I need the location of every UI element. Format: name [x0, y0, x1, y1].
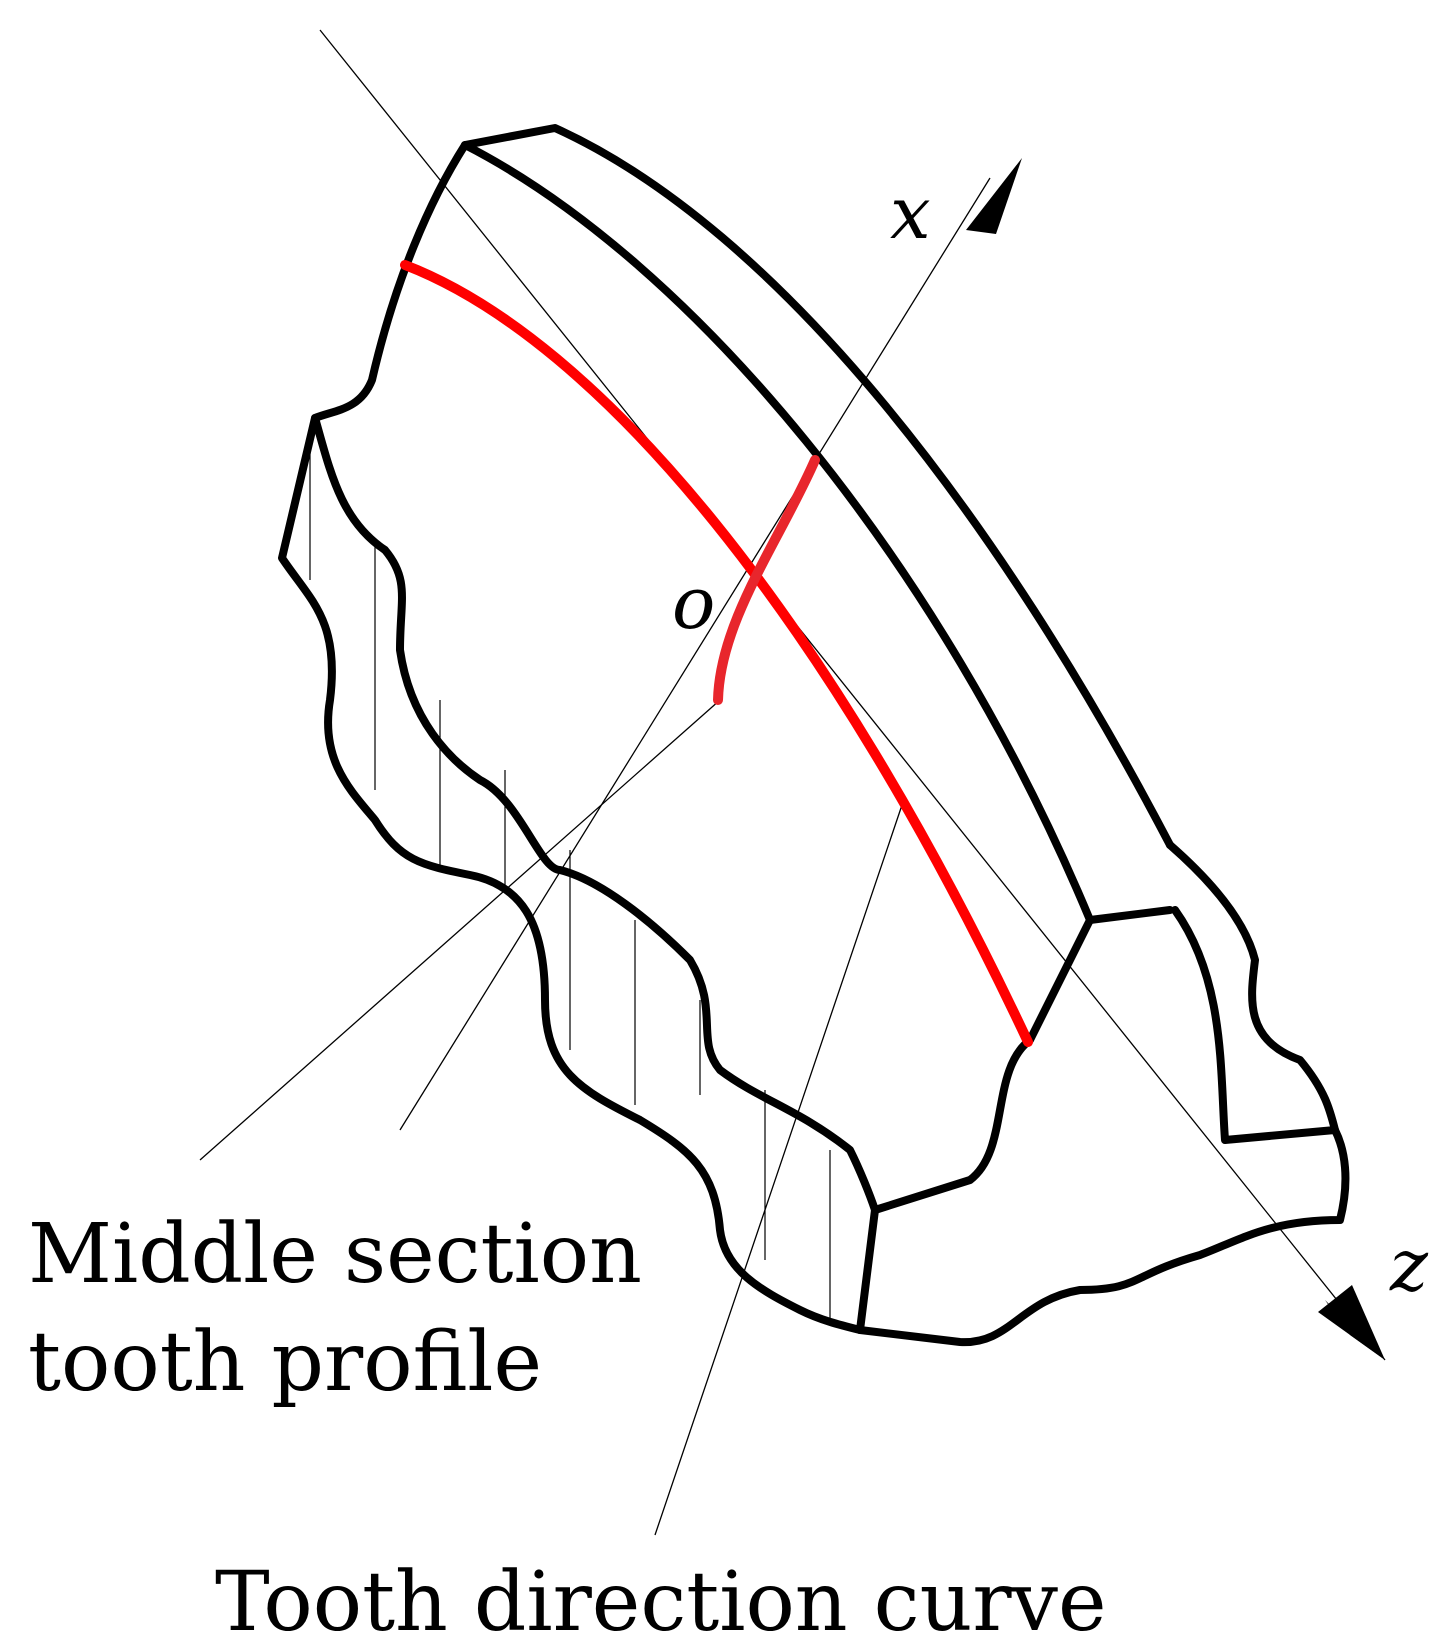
x-axis-arrowhead [966, 158, 1022, 234]
right-tooth-profile [1166, 841, 1339, 1144]
origin-label: o [672, 561, 715, 645]
tooth-direction-label: Tooth direction curve [215, 1555, 1106, 1647]
lower-right-profile [871, 916, 1094, 1214]
middle-section-label-line2: tooth profile [28, 1315, 542, 1410]
construction-lines [199, 29, 1386, 1536]
leader-middle-section [199, 699, 721, 1161]
inner-arc-top [461, 141, 1094, 924]
x-axis-line [399, 177, 991, 1131]
outer-arc-top [461, 124, 1174, 849]
z-axis-line [319, 29, 1386, 1361]
x-axis-label: x [890, 171, 931, 255]
left-tooth-profile [278, 141, 864, 1334]
front-face-profile [311, 414, 879, 1214]
z-axis-arrowhead-fill [1318, 1285, 1385, 1360]
bottom-contour [856, 1126, 1350, 1347]
tooth-direction-curve [400, 260, 1033, 1047]
front-bottom-edge [856, 1206, 879, 1334]
z-axis-label: z [1389, 1223, 1429, 1307]
section-hatching [309, 440, 831, 1320]
middle-section-curve [713, 455, 820, 705]
right-face-edge [1086, 906, 1174, 924]
leader-tooth-direction [654, 804, 903, 1536]
middle-section-label-line1: Middle section [28, 1207, 642, 1302]
gear-outline [278, 124, 1350, 1347]
